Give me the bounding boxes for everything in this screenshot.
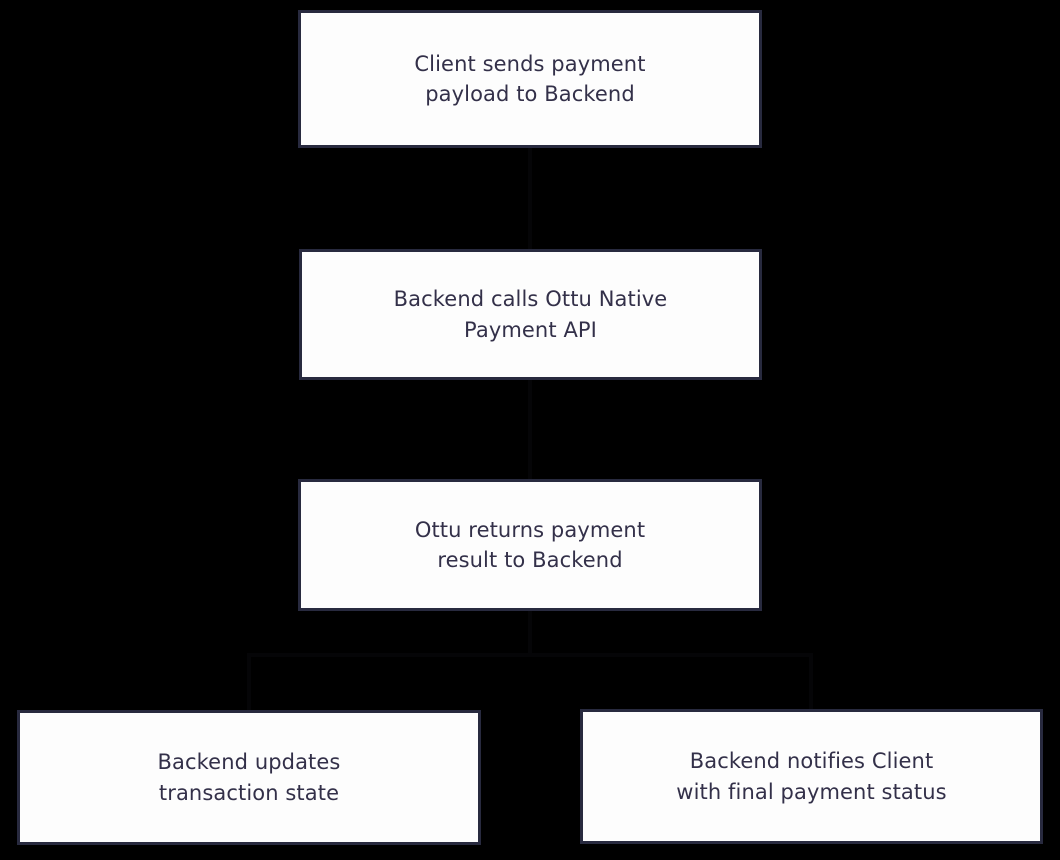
edge-ottu-returns-to-backend-notifies: [809, 653, 813, 709]
node-backend-calls-ottu-api[interactable]: Backend calls Ottu Native Payment API: [299, 249, 762, 380]
node-backend-calls-ottu-api-label: Backend calls Ottu Native Payment API: [393, 287, 668, 342]
edge-client-sends-to-backend-calls: [528, 148, 532, 249]
edge-split-horizontal: [247, 653, 813, 657]
node-client-sends-payment-label: Client sends payment payload to Backend: [414, 51, 646, 106]
node-backend-updates-transaction[interactable]: Backend updates transaction state: [17, 710, 481, 845]
edge-ottu-returns-to-backend-updates: [247, 653, 251, 710]
edge-backend-calls-to-ottu-returns: [528, 380, 532, 479]
node-backend-updates-transaction-label: Backend updates transaction state: [157, 750, 341, 805]
node-ottu-returns-result[interactable]: Ottu returns payment result to Backend: [298, 479, 762, 611]
node-backend-notifies-client-label: Backend notifies Client with final payme…: [676, 749, 947, 804]
node-client-sends-payment[interactable]: Client sends payment payload to Backend: [298, 10, 762, 148]
node-backend-notifies-client[interactable]: Backend notifies Client with final payme…: [580, 709, 1043, 844]
edge-ottu-returns-trunk: [528, 611, 532, 655]
node-ottu-returns-result-label: Ottu returns payment result to Backend: [414, 517, 646, 572]
